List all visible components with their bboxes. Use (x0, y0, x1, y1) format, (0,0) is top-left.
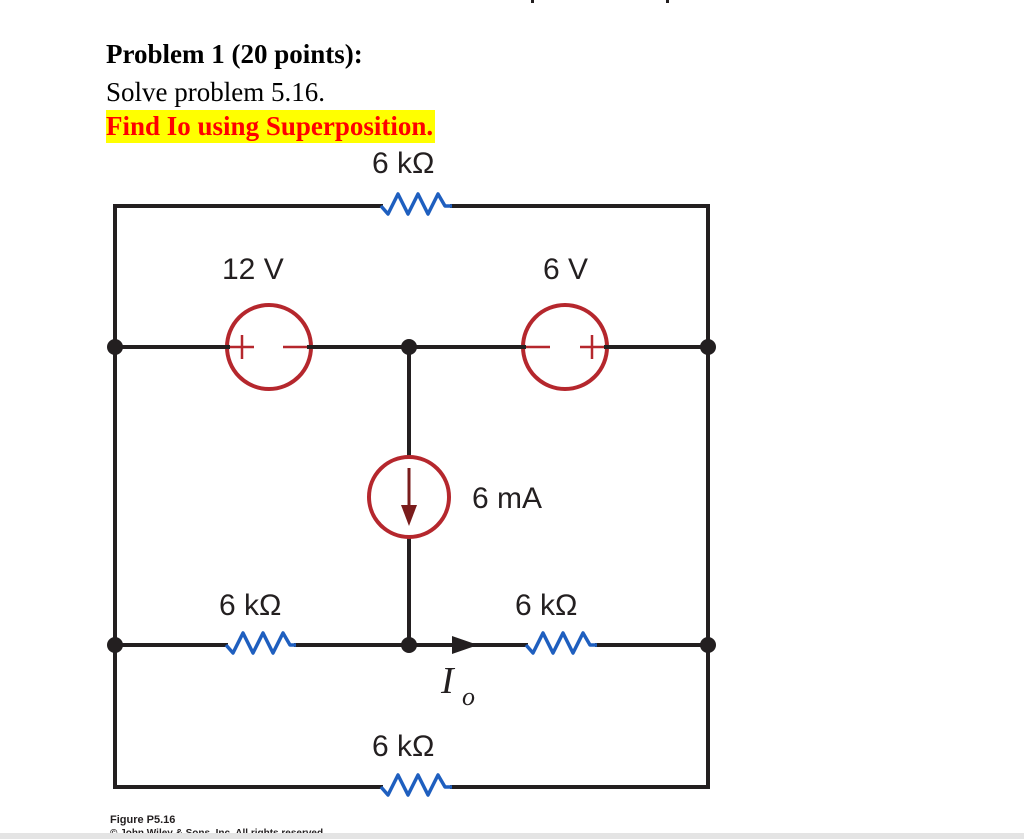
voltage-source-12v-icon (222, 303, 313, 391)
label-right-resistor: 6 kΩ (515, 589, 577, 622)
cut-mark-right (666, 0, 669, 3)
label-6v-source: 6 V (543, 253, 588, 286)
voltage-source-6v-icon (519, 303, 611, 391)
node-right-top (700, 339, 716, 355)
circuit-wires (113, 204, 710, 789)
node-left-top (107, 339, 123, 355)
label-left-resistor: 6 kΩ (219, 589, 281, 622)
node-right-bottom (700, 637, 716, 653)
current-source-circle (367, 455, 451, 539)
resistor-bottom-icon (379, 773, 452, 797)
label-io-subscript: o (462, 682, 475, 711)
label-current-source: 6 mA (472, 482, 542, 515)
problem-title: Problem 1 (20 points): (106, 39, 363, 69)
node-center-top (401, 339, 417, 355)
bottom-scroll-bar (0, 833, 1024, 839)
resistors (224, 192, 597, 797)
figure-caption: Figure P5.16 (110, 814, 176, 826)
resistor-top-icon (379, 192, 452, 216)
node-center-bottom (401, 637, 417, 653)
resistor-left-icon (224, 631, 296, 655)
resistor-right-icon (524, 631, 597, 655)
cut-mark-left (531, 0, 534, 3)
node-left-bottom (107, 637, 123, 653)
current-source-icon (367, 455, 451, 539)
label-io: I (440, 660, 456, 702)
arrow-down-icon-head (401, 505, 417, 526)
top-cut-marks (531, 0, 669, 3)
circuit-nodes (107, 339, 716, 653)
label-bottom-resistor: 6 kΩ (372, 730, 434, 763)
io-arrow-icon (452, 636, 478, 654)
label-12v-source: 12 V (222, 253, 284, 286)
problem-instruction: Find Io using Superposition. (106, 110, 436, 143)
problem-subtitle: Solve problem 5.16. (106, 77, 325, 107)
label-top-resistor: 6 kΩ (372, 147, 434, 180)
